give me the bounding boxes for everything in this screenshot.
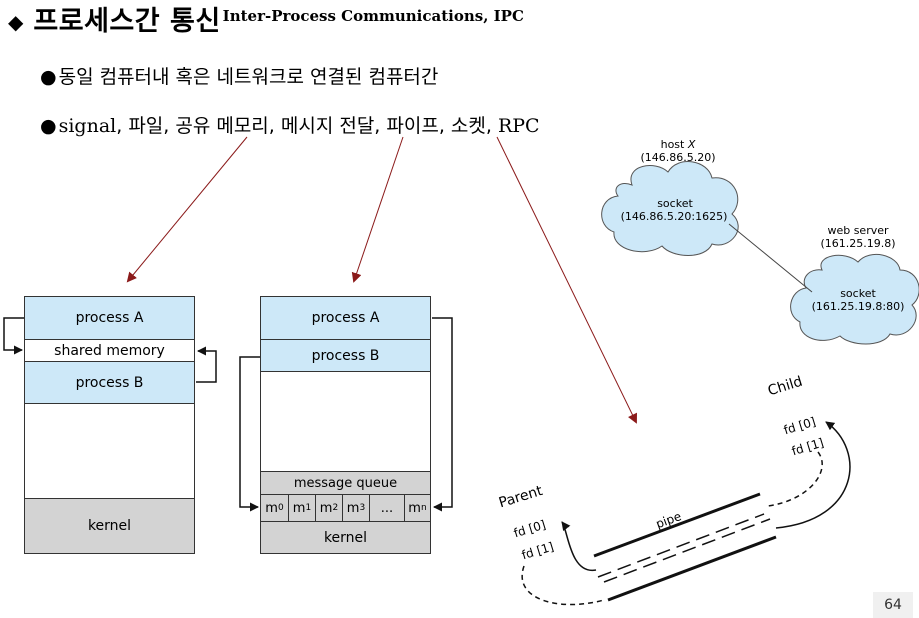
title-main: 프로세스간 통신 xyxy=(33,6,221,37)
process-a-box: process A xyxy=(261,297,430,340)
message-queue-label: message queue xyxy=(261,472,430,495)
bullet-2-lead: signal xyxy=(58,115,117,137)
arrow-queue-to-a xyxy=(432,317,453,512)
host-label: host X xyxy=(660,138,696,151)
server-label: web server xyxy=(827,224,889,237)
arrow-to-shared-memory xyxy=(126,136,248,283)
title-sub: Inter-Process Communications, IPC xyxy=(222,7,524,25)
bullet-2: ●signal, 파일, 공유 메모리, 메시지 전달, 파이프, 소켓, RP… xyxy=(40,111,540,138)
empty-region xyxy=(261,372,430,472)
server-socket-addr: (161.25.19.8:80) xyxy=(811,300,905,313)
arrow-b-to-shared xyxy=(196,346,217,383)
host-ip: (146.86.5.20) xyxy=(640,151,716,164)
bullet-2-text: , 파일, 공유 메모리, 메시지 전달, 파이프, 소켓, xyxy=(116,115,498,137)
socket-connection-line xyxy=(728,223,813,293)
bullet-dot-icon: ● xyxy=(40,115,57,137)
arrow-a-to-shared xyxy=(3,317,24,355)
child-fd1-curve xyxy=(767,451,823,507)
pipe-top-wall xyxy=(593,492,761,558)
host-socket-addr: (146.86.5.20:1625) xyxy=(620,210,728,223)
child-fd0-curve xyxy=(775,421,851,529)
arrow-b-to-queue xyxy=(239,356,260,512)
bullet-2-tail: RPC xyxy=(497,115,540,137)
empty-region xyxy=(25,404,194,499)
pipe-flow-bottom xyxy=(603,518,771,583)
process-a-box: process A xyxy=(25,297,194,340)
server-socket-cloud xyxy=(790,253,919,345)
kernel-box: kernel xyxy=(25,499,194,553)
arrow-to-pipe xyxy=(496,136,637,424)
parent-fd0-curve xyxy=(561,521,597,571)
diamond-bullet-icon: ◆ xyxy=(8,10,24,34)
kernel-box: kernel xyxy=(261,522,430,553)
host-socket-label: socket xyxy=(657,197,693,210)
shared-memory-diagram: process A shared memory process B kernel xyxy=(24,296,195,554)
parent-fd1-curve xyxy=(521,565,605,606)
host-socket-cloud xyxy=(601,161,739,256)
slide-title: ◆ 프로세스간 통신 Inter-Process Communications,… xyxy=(8,2,524,38)
bullet-dot-icon: ● xyxy=(40,66,57,88)
process-b-box: process B xyxy=(261,340,430,372)
server-ip: (161.25.19.8) xyxy=(820,237,896,250)
shared-memory-box: shared memory xyxy=(25,340,194,362)
pipe-bottom-wall xyxy=(607,535,777,602)
pipe-flow-top xyxy=(597,513,765,578)
slot-ellipsis: ... xyxy=(369,495,404,521)
bullet-1: ●동일 컴퓨터내 혹은 네트워크로 연결된 컴퓨터간 xyxy=(40,62,438,89)
process-b-box: process B xyxy=(25,362,194,404)
bullet-1-text: 동일 컴퓨터내 혹은 네트워크로 연결된 컴퓨터간 xyxy=(58,66,439,88)
arrow-to-message-passing xyxy=(351,136,404,283)
server-socket-label: socket xyxy=(840,287,876,300)
page-number: 64 xyxy=(873,592,913,618)
